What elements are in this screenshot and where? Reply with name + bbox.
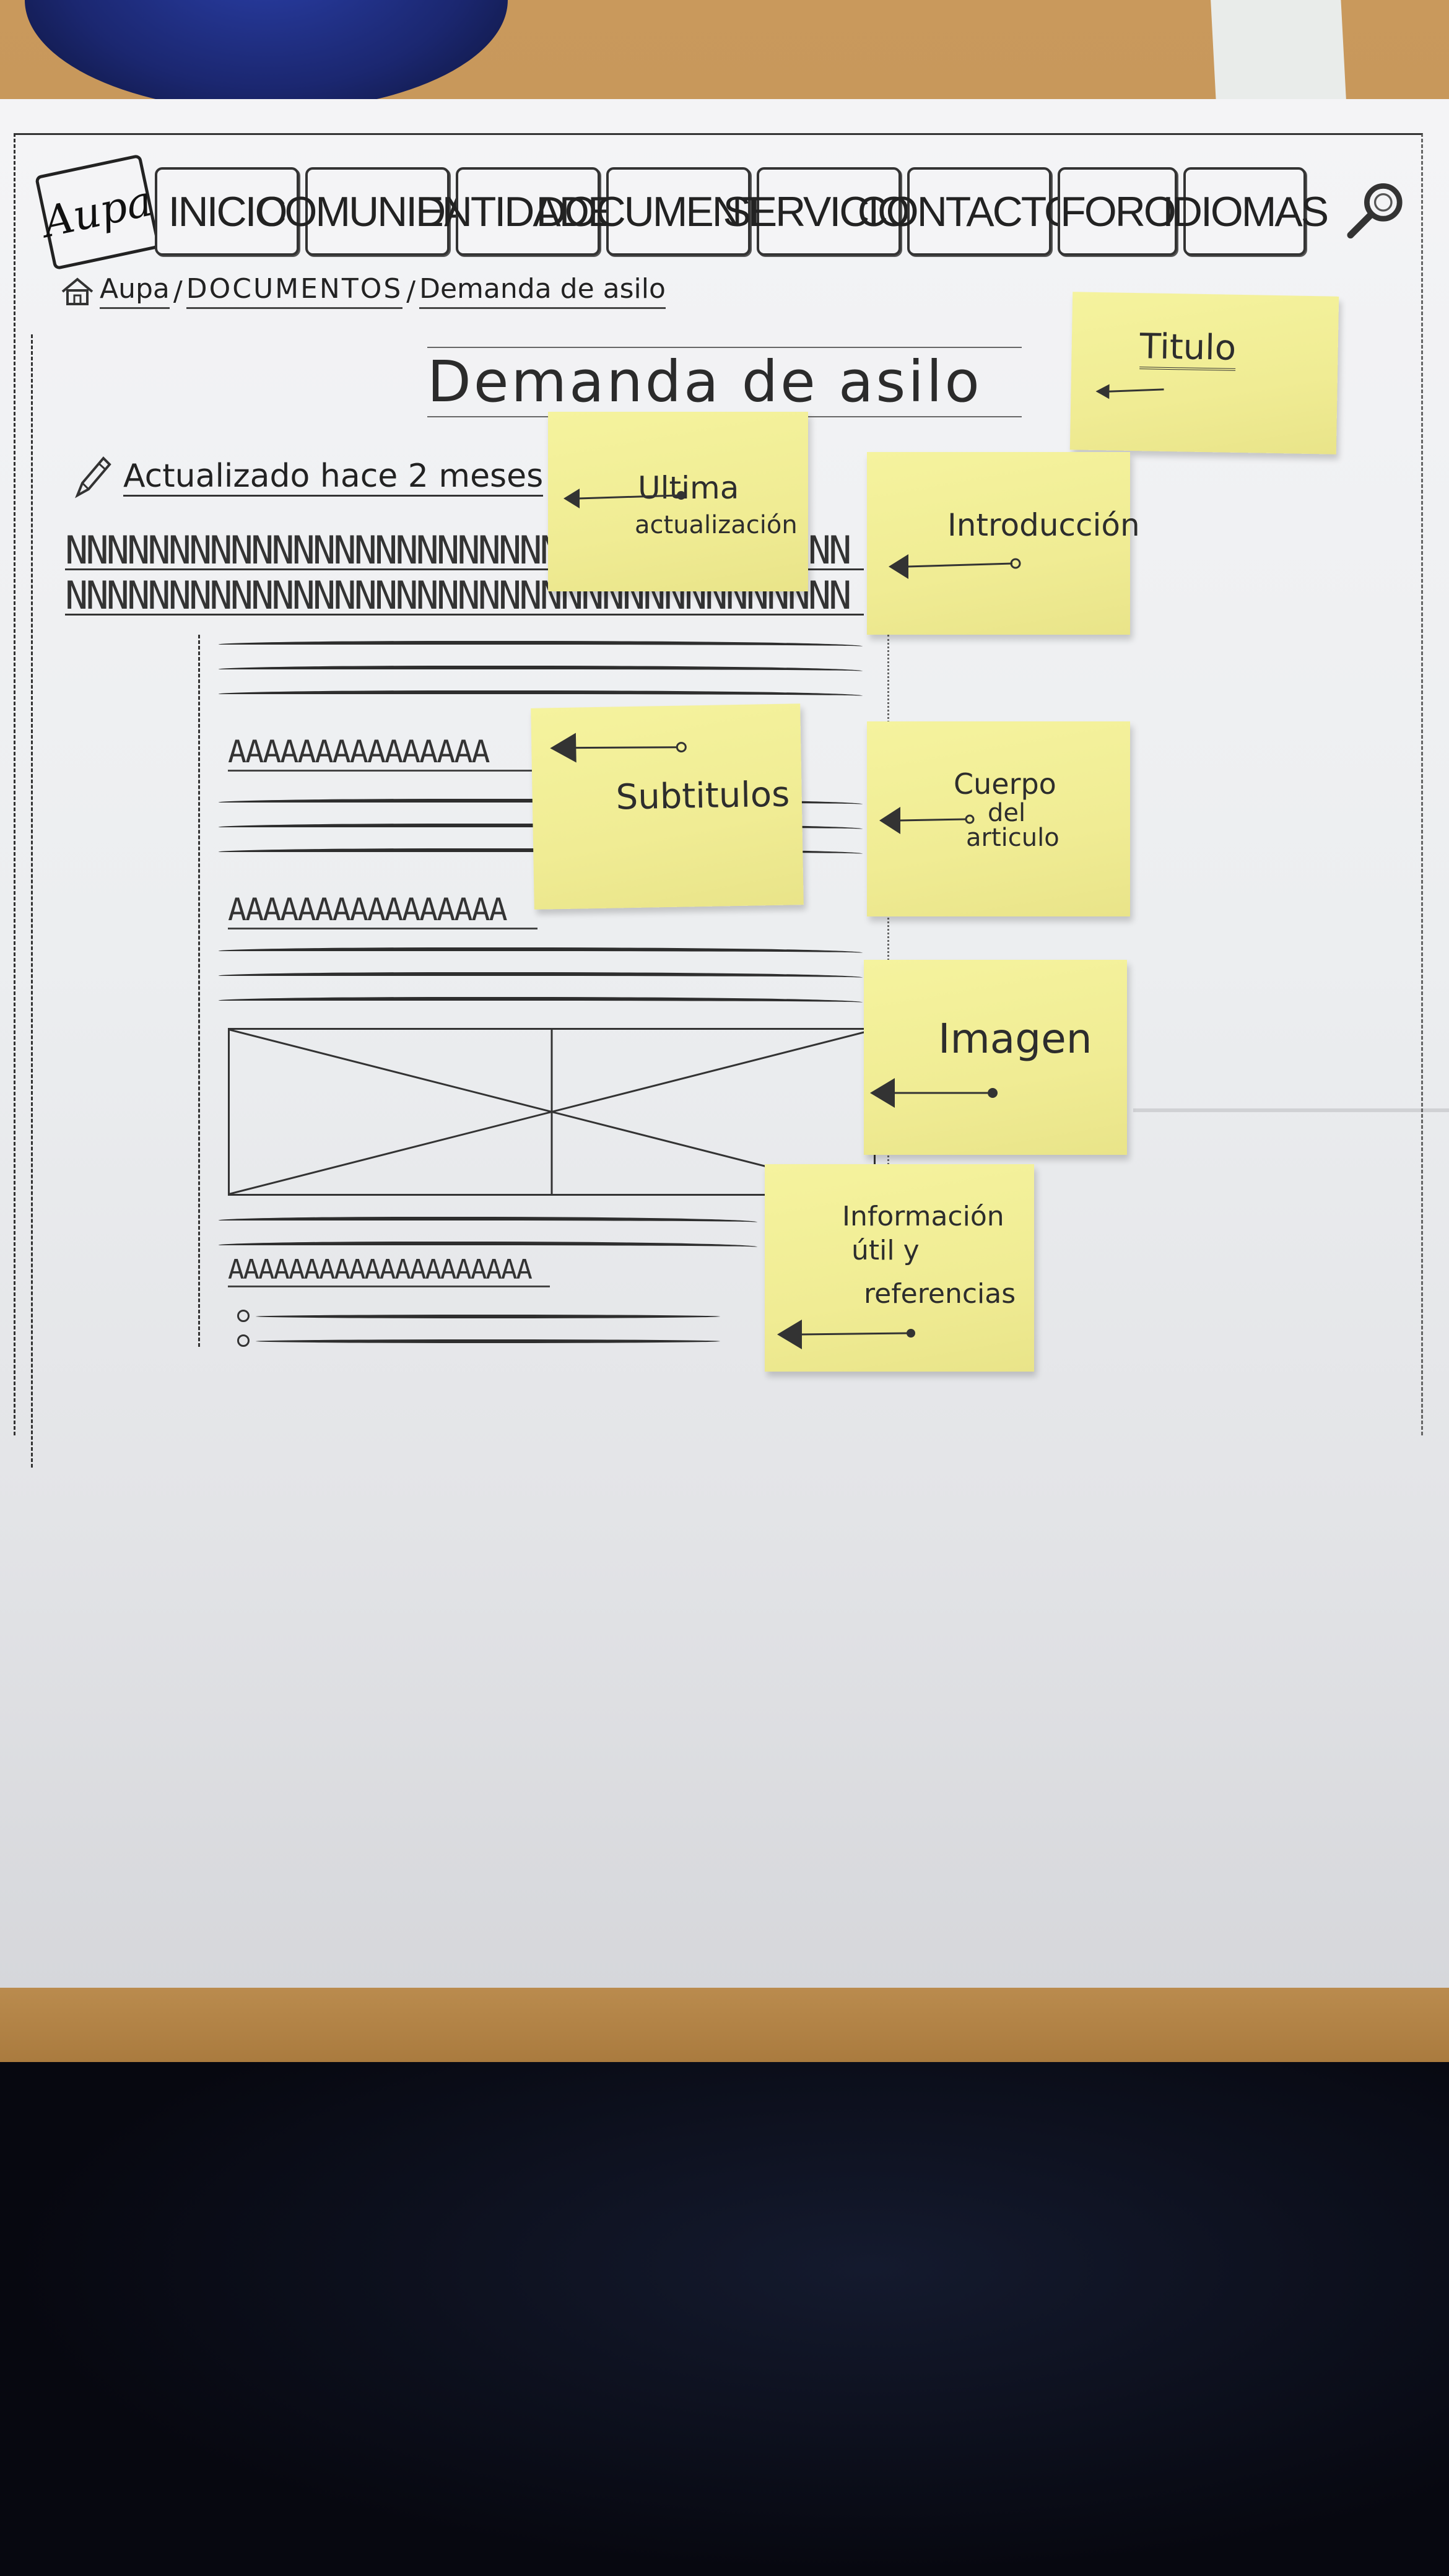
subtitle: AAAAAAAAAAAAAAAAAAAA: [228, 1254, 550, 1287]
breadcrumb-separator: /: [173, 275, 183, 307]
note-informacion-util: Información útil y referencias: [765, 1164, 1034, 1372]
last-updated: Actualizado hace 2 meses: [71, 449, 544, 505]
list-item: [237, 1303, 720, 1328]
reference-list: [237, 1303, 720, 1353]
nav-item-inicio[interactable]: INICIO: [155, 167, 299, 256]
arrow-icon: [870, 1078, 998, 1108]
home-icon[interactable]: [59, 276, 96, 307]
text-line: [219, 947, 863, 957]
arrow-icon: [879, 807, 975, 834]
list-item: [237, 1328, 720, 1353]
search-icon[interactable]: [1344, 176, 1412, 245]
note-cuerpo-label: Cuerpo: [954, 767, 1056, 801]
pencil-icon: [75, 456, 111, 498]
text-line: [219, 690, 863, 700]
text-line: [219, 666, 863, 676]
note-articulo-label: articulo: [966, 824, 1060, 852]
note-titulo-label: Titulo: [1139, 326, 1237, 372]
breadcrumb-home[interactable]: Aupa: [100, 273, 170, 309]
subtitle: AAAAAAAAAAAAAAAA: [228, 892, 537, 929]
arrow-icon: [550, 733, 687, 763]
paper-fold: [1133, 1108, 1449, 1112]
note-referencias-label: referencias: [864, 1278, 1016, 1310]
nav-item-comunidad[interactable]: COMUNIDAD: [256, 167, 501, 256]
note-util-label: útil y: [851, 1235, 920, 1266]
note-del-label: del: [988, 799, 1026, 827]
arrow-icon: [1095, 384, 1164, 399]
left-margin-guide: [31, 334, 33, 1468]
text-line: [219, 641, 863, 651]
aupa-logo[interactable]: Aupa: [34, 154, 161, 271]
breadcrumb-separator: /: [406, 275, 416, 307]
note-introduccion: Introducción: [867, 452, 1140, 635]
page-title: Demanda de asilo: [427, 347, 1022, 417]
last-updated-text: Actualizado hace 2 meses: [123, 458, 544, 497]
top-navigation: Aupa INICIO COMUNIDAD ENTIDADES DOCUMENT…: [34, 154, 1403, 271]
note-ultima-label: Ultima: [638, 470, 739, 506]
note-actualizacion-label: actualización: [635, 511, 798, 539]
arrow-icon: [564, 489, 685, 508]
note-cuerpo-articulo: Cuerpo del articulo: [867, 721, 1130, 916]
note-titulo: Titulo: [1069, 292, 1339, 455]
nav-item-idiomas[interactable]: IDIOMAS: [1162, 167, 1329, 256]
text-line: [219, 972, 863, 982]
arrow-icon: [889, 554, 1021, 579]
note-informacion-label: Información: [842, 1201, 1004, 1232]
note-ultima-actualizacion: Ultima actualización: [548, 412, 808, 591]
note-subtitulos-label: Subtitulos: [616, 774, 790, 818]
breadcrumb-current: Demanda de asilo: [419, 273, 666, 309]
breadcrumb-section[interactable]: DOCUMENTOS: [186, 273, 403, 309]
browser-frame: [14, 133, 1423, 1435]
nav-item-foro[interactable]: FORO: [1058, 167, 1177, 256]
arrow-icon: [777, 1320, 915, 1349]
text-line: [219, 1242, 757, 1251]
text-line: [219, 997, 863, 1007]
breadcrumb: Aupa / DOCUMENTOS / Demanda de asilo: [59, 269, 669, 313]
note-introduccion-label: Introducción: [947, 507, 1140, 543]
note-imagen-label: Imagen: [938, 1015, 1092, 1063]
text-line: [219, 1217, 757, 1227]
nav-item-contactos[interactable]: CONTACTOS: [858, 167, 1103, 256]
note-subtitulos: Subtitulos: [531, 703, 804, 910]
note-imagen: Imagen: [864, 960, 1127, 1155]
subtitle: AAAAAAAAAAAAAAA: [228, 734, 537, 772]
dark-floor: [0, 2062, 1449, 2576]
